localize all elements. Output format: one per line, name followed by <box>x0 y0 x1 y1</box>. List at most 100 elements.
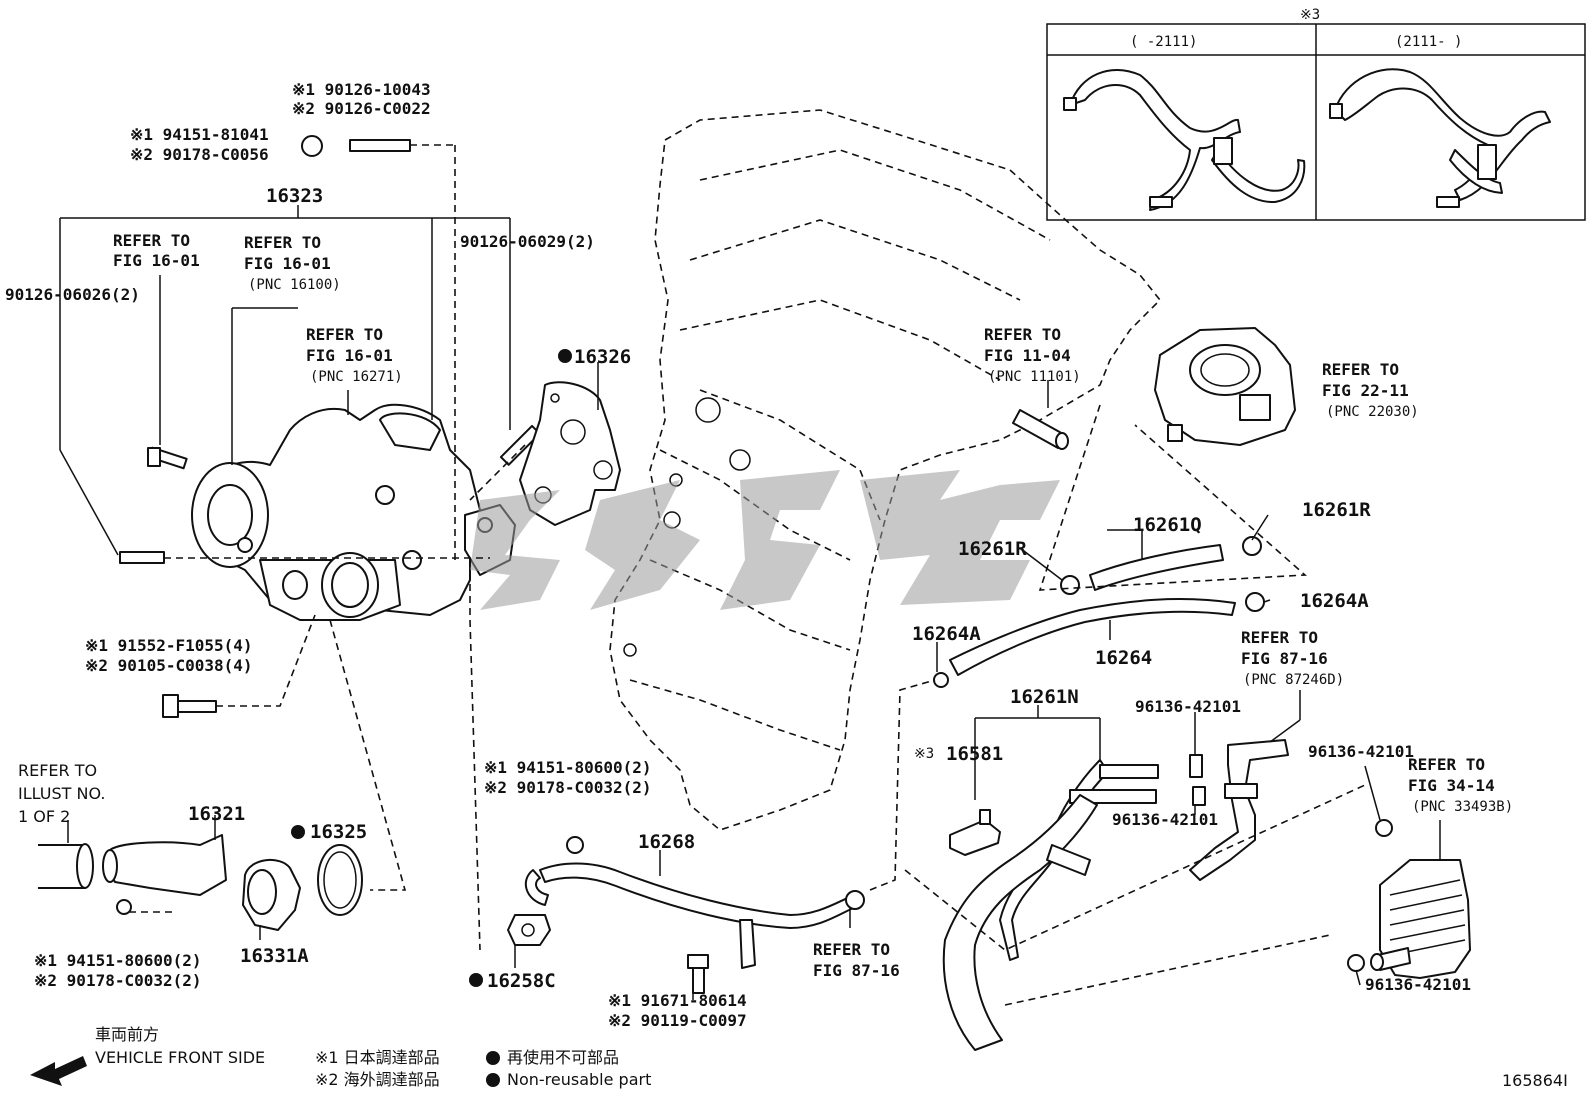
pipe-16268-part <box>524 862 865 969</box>
label-refer-1104-3: (PNC 11101) <box>988 369 1081 385</box>
legend-dot-jp <box>486 1051 500 1065</box>
bracket-old-type <box>1063 69 1306 211</box>
label-clamp-b: 96136-42101 <box>1112 810 1218 829</box>
water-pump-assembly <box>191 403 516 621</box>
label-16261r-a: 16261R <box>1302 499 1371 521</box>
label-16323: 16323 <box>266 185 323 207</box>
clamp-16261r-part <box>1060 536 1262 595</box>
label-refer-3414-3: (PNC 33493B) <box>1412 799 1513 815</box>
legend-note-1: ※1 日本調達部品 <box>315 1048 440 1067</box>
thermostat-16331a-part <box>242 858 301 931</box>
gasket-16258c-part <box>507 914 551 946</box>
label-refer-c-2: FIG 16-01 <box>306 346 393 365</box>
label-16261q: 16261Q <box>1133 514 1202 536</box>
label-bolt-mid-1: ※1 91552-F1055(4) <box>85 636 253 655</box>
bracket-new-type <box>1329 68 1551 208</box>
hose-16261n-part <box>942 759 1159 1051</box>
nonreusable-dot-16325 <box>291 825 305 839</box>
label-refer-a-1: REFER TO <box>113 231 190 250</box>
bolt-low-part <box>687 954 709 994</box>
label-clamp-a: 96136-42101 <box>1135 697 1241 716</box>
pipe-87246d-part <box>1189 739 1289 881</box>
label-refer-3414-1: REFER TO <box>1408 755 1485 774</box>
figure-number: 165864I <box>1502 1071 1568 1090</box>
nut-center-part <box>566 836 584 854</box>
water-outlet-16321-part <box>38 834 227 915</box>
label-stud-right: 90126-06029(2) <box>460 232 595 251</box>
label-refer-2211-2: FIG 22-11 <box>1322 381 1409 400</box>
nonreusable-dot-16258c <box>469 973 483 987</box>
label-nut-low-1: ※1 94151-80600(2) <box>34 951 202 970</box>
label-refer-8716b-2: FIG 87-16 <box>813 961 900 980</box>
hose-16261q-part <box>1089 544 1224 591</box>
label-front-en: VEHICLE FRONT SIDE <box>95 1048 265 1067</box>
label-nut-center-1: ※1 94151-80600(2) <box>484 758 652 777</box>
label-bolt-low-1: ※1 91671-80614 <box>608 991 747 1010</box>
label-refer-2211-3: (PNC 22030) <box>1326 404 1419 420</box>
label-refer-c-3: (PNC 16271) <box>310 369 403 385</box>
label-clamp-d: 96136-42101 <box>1365 975 1471 994</box>
legend-dot-en <box>486 1073 500 1087</box>
legend-note-3: 再使用不可部品 <box>507 1048 619 1067</box>
label-refer-1104-2: FIG 11-04 <box>984 346 1071 365</box>
oil-cooler-part <box>1370 859 1471 979</box>
hose-16264-part <box>933 592 1265 688</box>
label-refer-b-2: FIG 16-01 <box>244 254 331 273</box>
legend-note-4: Non-reusable part <box>507 1070 651 1089</box>
legend-note-2: ※2 海外調達部品 <box>315 1070 440 1089</box>
stud-left-part <box>119 551 165 564</box>
inset-note-mark: ※3 <box>1300 7 1320 23</box>
label-front-jp: 車両前方 <box>95 1025 159 1044</box>
label-16331a: 16331A <box>240 945 309 967</box>
label-16321: 16321 <box>188 803 245 825</box>
label-nut-center-2: ※2 90178-C0032(2) <box>484 778 652 797</box>
nonreusable-dot-16326 <box>558 349 572 363</box>
label-bolt-upper-2: ※2 90126-C0022 <box>292 99 431 118</box>
label-refer-b-1: REFER TO <box>244 233 321 252</box>
label-refer-2211-1: REFER TO <box>1322 360 1399 379</box>
label-16261r-b: 16261R <box>958 538 1027 560</box>
inset-left-header: ( -2111) <box>1130 34 1197 50</box>
gasket-16325-part <box>317 844 363 916</box>
dashed-reference-lines <box>129 144 1366 1006</box>
part-labels: ※1 90126-10043 ※2 90126-C0022 ※1 94151-8… <box>5 80 1513 1030</box>
sensor-16581-part <box>949 809 1001 856</box>
label-refer-a-2: FIG 16-01 <box>113 251 200 270</box>
label-16326: 16326 <box>574 346 631 368</box>
label-16264a-a: 16264A <box>1300 590 1369 612</box>
label-nut-low-2: ※2 90178-C0032(2) <box>34 971 202 990</box>
label-bolt-mid-2: ※2 90105-C0038(4) <box>85 656 253 675</box>
label-stud-left: 90126-06026(2) <box>5 285 140 304</box>
legend: 車両前方 VEHICLE FRONT SIDE ※1 日本調達部品 ※2 海外調… <box>30 1025 1568 1090</box>
label-nut-upper-1: ※1 94151-81041 <box>130 125 269 144</box>
hose-clamps-parts <box>1189 754 1393 972</box>
label-refer-c-1: REFER TO <box>306 325 383 344</box>
label-16261n: 16261N <box>1010 686 1079 708</box>
label-refer-illust-1: REFER TO <box>18 761 97 780</box>
label-refer-8716a-1: REFER TO <box>1241 628 1318 647</box>
label-refer-8716a-3: (PNC 87246D) <box>1243 672 1344 688</box>
engine-block-outline <box>609 109 1162 831</box>
label-bolt-low-2: ※2 90119-C0097 <box>608 1011 747 1030</box>
label-bolt-upper-1: ※1 90126-10043 <box>292 80 431 99</box>
watermark-logo <box>470 470 1060 610</box>
label-16264: 16264 <box>1095 647 1152 669</box>
label-nut-upper-2: ※2 90178-C0056 <box>130 145 269 164</box>
inset-variants-box: ※3 ( -2111) (2111- ) <box>1046 7 1586 221</box>
label-refer-1104-1: REFER TO <box>984 325 1061 344</box>
pipe-11101-part <box>1012 409 1069 450</box>
leader-lines <box>59 205 1441 1000</box>
label-16258c: 16258C <box>487 970 556 992</box>
inset-right-header: (2111- ) <box>1395 34 1462 50</box>
label-refer-b-3: (PNC 16100) <box>248 277 341 293</box>
nut-upper-part <box>301 135 323 157</box>
label-clamp-c: 96136-42101 <box>1308 742 1414 761</box>
label-16581-mark: ※3 <box>914 746 934 762</box>
label-16268: 16268 <box>638 831 695 853</box>
label-refer-illust-2: ILLUST NO. <box>18 784 105 803</box>
label-refer-8716b-1: REFER TO <box>813 940 890 959</box>
label-16325: 16325 <box>310 821 367 843</box>
throttle-body-part <box>1154 327 1296 446</box>
front-arrow-icon <box>30 1056 87 1086</box>
